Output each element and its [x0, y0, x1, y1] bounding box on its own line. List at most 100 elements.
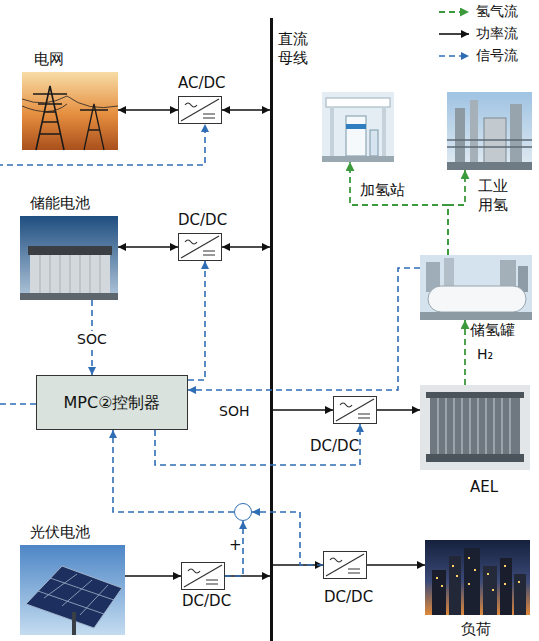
hydrogen-station-picture-part: [322, 92, 394, 162]
battery-picture-part: [40, 255, 100, 293]
node-label: AC/DC: [178, 74, 226, 93]
grid-picture-part: [80, 104, 108, 150]
load-node: 负荷: [425, 540, 530, 615]
summing-junction: +: [234, 503, 252, 521]
electrolyzer-picture-part: [438, 398, 510, 454]
node-label: 储能电池: [30, 194, 90, 213]
connector: [222, 246, 270, 248]
node-label: 光伏电池: [30, 523, 90, 542]
converter-box: DC/DC: [323, 551, 367, 579]
node-label: DC/DC: [182, 592, 231, 611]
battery-picture-part: [20, 216, 118, 300]
load-picture-part: [436, 558, 520, 590]
connector: [125, 575, 181, 577]
legend-line-sample: [438, 50, 472, 62]
industrial-hydrogen-picture-part: [470, 100, 478, 163]
legend-line: [439, 11, 469, 13]
connector: [225, 575, 270, 577]
connector: [464, 320, 466, 385]
connector: [188, 268, 420, 390]
node-label: 工业 用氢: [478, 177, 512, 215]
edge-label: SOC: [76, 331, 108, 347]
dc-bus: 直流 母线: [270, 18, 273, 641]
load-picture: [425, 540, 530, 615]
industrial-hydrogen-picture-part: [510, 104, 522, 163]
load-picture-part: [464, 548, 480, 615]
grid-node: 电网: [22, 72, 118, 150]
converter-symbols-part: [181, 236, 219, 258]
legend-text: 氢气流: [476, 3, 518, 21]
node-label: DC/DC: [178, 211, 227, 230]
node-label: AEL: [470, 478, 498, 497]
hydrogen-tank-picture-part: [420, 255, 532, 320]
electrolyzer-picture-part: [426, 392, 524, 398]
electrolyzer-node: AEL: [420, 385, 530, 470]
load-picture-part: [449, 556, 461, 615]
grid-picture-part: [22, 72, 118, 150]
node-label: DC/DC: [324, 588, 373, 607]
battery-picture-part: [20, 293, 118, 300]
hydrogen-station-picture-part: [370, 130, 378, 156]
connector: [273, 409, 333, 411]
hydrogen-station-picture-part: [346, 116, 366, 156]
electrolyzer-picture-part: [430, 398, 520, 454]
connector: [448, 170, 465, 255]
pv-picture-part: [38, 574, 114, 615]
connector: [252, 512, 323, 565]
hydrogen-station-picture-part: [330, 107, 334, 157]
electrolyzer-picture: [420, 385, 530, 470]
connector: [273, 564, 323, 566]
legend-item: 信号流: [438, 46, 518, 66]
legend-line-sample: [438, 6, 472, 18]
electrolyzer-picture-part: [426, 454, 524, 462]
node-label: 加氢站: [360, 181, 405, 200]
connector: [0, 124, 205, 404]
connector: [188, 261, 205, 380]
legend-line-sample: [438, 28, 472, 40]
battery-picture: [20, 216, 118, 300]
battery-picture-part: [28, 246, 112, 255]
pv-picture-part: [20, 545, 125, 635]
converter-box: AC/DC: [178, 96, 222, 124]
connector: [225, 521, 243, 576]
node-label: 直流 母线: [278, 30, 312, 68]
connector: [377, 409, 420, 411]
legend-item: 氢气流: [438, 2, 518, 22]
converter-box: DC/DC: [181, 562, 225, 590]
hydrogen-station-picture: [322, 92, 394, 162]
connector: [155, 424, 360, 465]
hydrogen-station-picture-part: [322, 156, 394, 162]
hydrogen-station-picture-part: [382, 107, 386, 157]
controller-box: MPC②控制器: [36, 375, 188, 430]
legend-text: 功率流: [476, 25, 518, 43]
edge-label: H₂: [476, 346, 494, 362]
industrial-hydrogen-picture-part: [447, 140, 532, 147]
signal-name: SOH: [218, 403, 250, 419]
hydrogen-tank-picture-part: [428, 286, 526, 312]
pv-picture: [20, 545, 125, 635]
legend-text: 信号流: [476, 47, 518, 65]
node-label: DC/DC: [310, 437, 359, 456]
industrial-hydrogen-picture-part: [447, 162, 532, 170]
converter-symbols-part: [184, 565, 222, 587]
pv-picture-part: [72, 612, 76, 635]
electrolyzer-picture-part: [420, 385, 530, 470]
converter-box: DC/DC: [178, 233, 222, 261]
legend-line: [439, 55, 469, 57]
converter-symbols-part: [181, 99, 219, 121]
station-node: 加氢站: [322, 92, 394, 162]
battery-node: 储能电池: [20, 216, 118, 300]
industrial-hydrogen-picture: [447, 92, 532, 170]
grid-picture: [22, 72, 118, 150]
hydrogen-station-picture-part: [326, 98, 390, 107]
connector: [367, 564, 425, 566]
grid-picture-part: [22, 96, 118, 112]
node-label: 电网: [34, 50, 64, 69]
battery-picture-part: [30, 255, 110, 293]
connector: [118, 109, 178, 111]
node-label: 储氢罐: [470, 321, 515, 340]
converter-symbols-part: [326, 554, 364, 576]
connector: [118, 246, 178, 248]
node-label: 负荷: [461, 620, 491, 639]
load-picture-part: [425, 540, 530, 615]
